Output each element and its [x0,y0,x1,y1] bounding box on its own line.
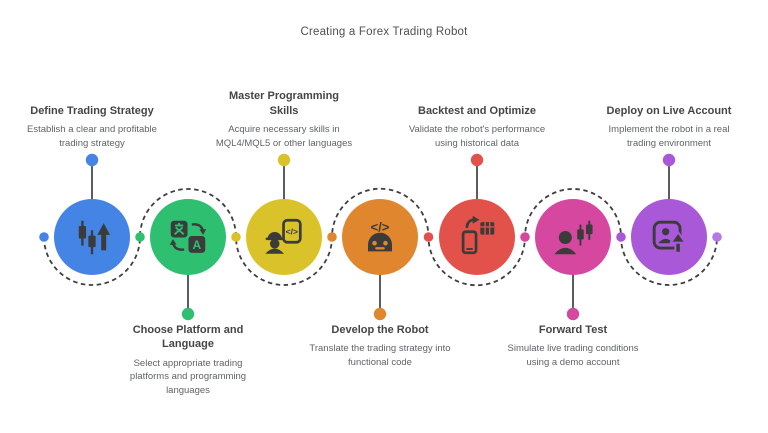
step-7-description: Implement the robot in a real trading en… [608,124,730,149]
step-2-heading: Choose Platform and Language [132,324,244,351]
step-6-description: Simulate live trading conditions using a… [507,343,639,368]
account-launch-icon [652,220,687,254]
step-1-circle [54,199,130,275]
step-6-stem-dot [566,307,580,321]
translate-icon: A [169,220,207,253]
step-1-label: Define Trading Strategy Establish a clea… [12,104,172,150]
step-6-circle [535,199,611,275]
timeline-node-dot [39,232,49,242]
timeline-node-dot [135,232,145,242]
step-3-heading: Master Programming Skills [228,90,340,117]
step-1-description: Establish a clear and profitable trading… [27,124,157,149]
step-3-description: Acquire necessary skills in MQL4/MQL5 or… [215,124,353,149]
timeline-node-dot [712,232,722,242]
step-7-label: Deploy on Live Account Implement the rob… [589,104,749,150]
step-1-heading: Define Trading Strategy [30,104,154,117]
trader-person-icon [554,220,593,255]
timeline-node-dot [231,232,241,242]
timeline-node-dot [616,232,626,242]
timeline-node-dot [423,232,434,242]
step-5-label: Backtest and Optimize Validate the robot… [397,104,557,150]
step-5-circle [439,199,515,275]
svg-text:</>: </> [286,227,298,237]
step-6-label: Forward Test Simulate live trading condi… [493,323,653,369]
step-7-heading: Deploy on Live Account [606,104,732,117]
step-3-label: Master Programming Skills Acquire necess… [204,89,364,150]
step-5-description: Validate the robot's performance using h… [408,124,546,149]
step-5-stem-dot [470,153,484,167]
step-2-label: Choose Platform and Language Select appr… [108,323,268,397]
developer-code-icon: </> [265,218,302,254]
step-4-circle: </> [342,199,418,275]
step-3-stem-dot [277,153,291,167]
timeline-node-dot [327,232,337,242]
step-5-heading: Backtest and Optimize [418,104,536,117]
timeline-node-dot [520,232,530,242]
step-4-label: Develop the Robot Translate the trading … [300,323,460,369]
data-transfer-icon [461,215,495,255]
step-6-heading: Forward Test [538,324,608,336]
step-4-heading: Develop the Robot [331,324,429,336]
step-7-circle [631,199,707,275]
step-4-stem-dot [373,307,387,321]
step-3-circle: </> [246,199,322,275]
step-2-description: Select appropriate trading platforms and… [129,357,247,396]
step-2-stem-dot [181,307,195,321]
page-title: Creating a Forex Trading Robot [300,26,468,38]
step-1-stem-dot [85,153,99,167]
robot-code-icon: </> [368,219,392,252]
step-4-description: Translate the trading strategy into func… [309,343,451,368]
step-2-circle: A [150,199,226,275]
candlestick-chart-icon [78,220,111,255]
svg-text:</>: </> [371,219,390,234]
svg-text:A: A [192,238,201,252]
step-7-stem-dot [662,153,676,167]
